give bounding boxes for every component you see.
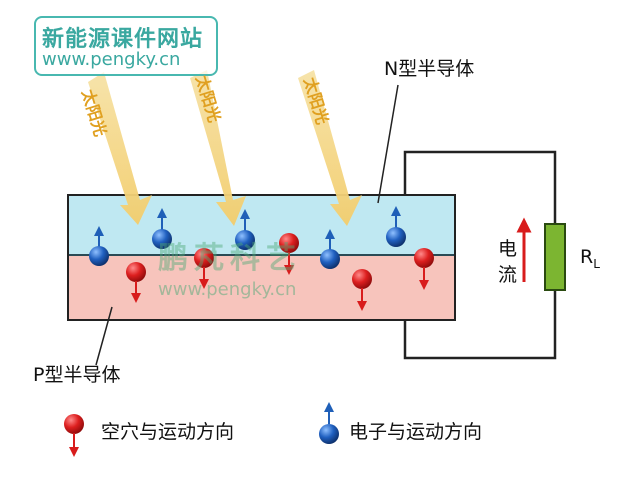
semiconductor-outline (67, 194, 456, 321)
legend-electron-text: 电子与运动方向 (349, 421, 483, 443)
p-type-label: P型半导体 (33, 364, 121, 386)
electron (386, 206, 406, 247)
electron (235, 209, 255, 250)
hole (352, 269, 372, 311)
legend-hole-symbol (64, 414, 84, 457)
current-label: 电流 (498, 238, 518, 286)
legend-electron-symbol (319, 402, 339, 444)
sunbeam-3 (298, 70, 362, 226)
sunbeams (88, 70, 362, 226)
watermark-site-name: 新能源课件网站 (42, 27, 204, 52)
hole (126, 262, 146, 303)
hole (279, 233, 299, 275)
watermark-center-url: www.pengky.cn (158, 279, 297, 300)
legend-hole-text: 空穴与运动方向 (101, 421, 235, 443)
load-resistor (544, 223, 566, 291)
watermark-box (34, 16, 218, 76)
hole (194, 248, 214, 289)
hole (414, 248, 434, 290)
watermark-center-text: 鹏芃科艺 (158, 241, 302, 276)
electrons (89, 206, 406, 269)
p-type-leader (95, 306, 113, 366)
electron (89, 226, 109, 266)
electron (152, 208, 172, 249)
n-type-label: N型半导体 (384, 58, 475, 80)
n-type-leader (377, 84, 399, 204)
electron (320, 229, 340, 269)
resistor-label: RL (580, 246, 600, 271)
watermark-url: www.pengky.cn (42, 49, 181, 70)
sunbeam-1 (88, 72, 152, 225)
holes (126, 233, 434, 311)
sunbeam-2 (190, 70, 246, 226)
